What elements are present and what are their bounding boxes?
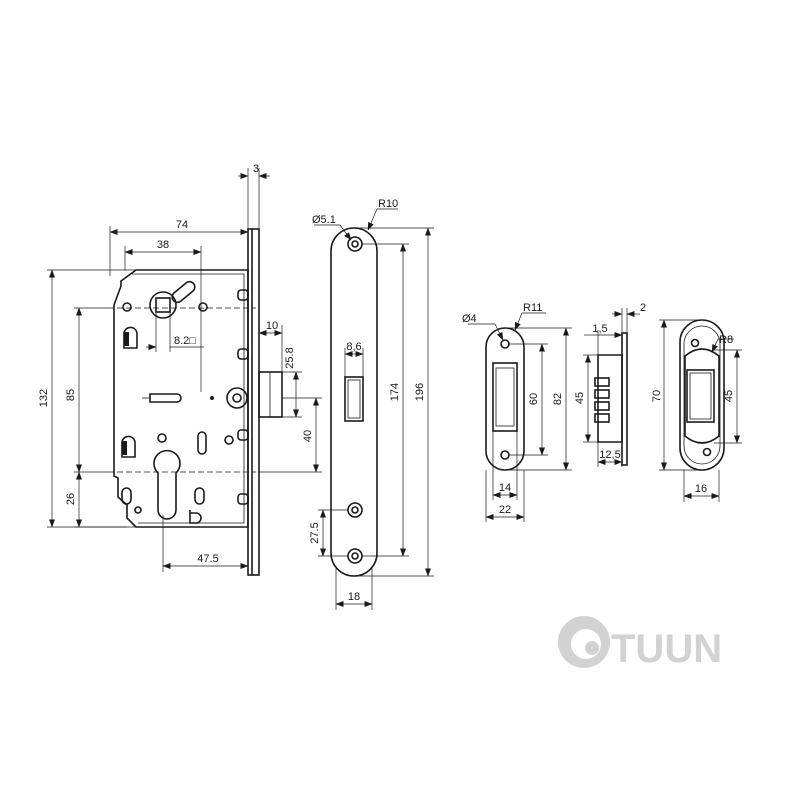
dim-spindle: 38 (157, 239, 169, 251)
dim-fp-slot: 8,6 (346, 341, 361, 353)
lock-body (108, 228, 283, 576)
dim-fp-pitch: 174 (389, 383, 401, 401)
dim-st-radius: R11 (523, 302, 542, 314)
dim-st-width: 22 (499, 504, 511, 516)
faceplate (330, 227, 378, 577)
strike-plate (485, 327, 525, 471)
dim-ss-thick: 2 (640, 302, 646, 314)
dim-sa-opening: 45 (723, 390, 735, 402)
dim-st-length: 82 (552, 393, 564, 405)
dim-height-total: 132 (38, 389, 50, 407)
screw-lugs (237, 289, 249, 505)
strike-side-dimensions: 1,5 2 45 12,5 (574, 302, 646, 467)
dim-fp-width: 18 (348, 591, 360, 603)
dim-fp-length: 196 (414, 383, 426, 401)
strike-dimensions: Ø4 R11 60 82 14 22 (462, 302, 572, 522)
dim-latch-h: 25.8 (284, 347, 296, 368)
dim-st-opening: 14 (499, 482, 511, 494)
dim-fp-hole: Ø5.1 (312, 214, 336, 226)
dim-sa-radius: R8 (719, 334, 733, 346)
dim-st-box: 60 (528, 393, 540, 405)
dim-ss-lip: 1,5 (592, 323, 607, 335)
dim-backset: 47.5 (197, 553, 218, 565)
dim-fp-radius: R10 (378, 198, 398, 210)
brand-logo-icon (558, 616, 610, 668)
faceplate-dimensions: Ø5.1 R10 8,6 174 196 27.5 18 (309, 198, 434, 610)
strike-side-view (594, 332, 628, 466)
dim-ss-height: 45 (574, 392, 586, 404)
dim-latch-len: 10 (266, 320, 278, 332)
strike-alt-dimensions: R8 70 45 16 (651, 319, 742, 502)
dim-square: 8.2□ (174, 335, 196, 347)
dim-case-depth: 74 (176, 219, 188, 231)
brand-name: TUUN (611, 627, 722, 671)
dim-ss-depth: 12,5 (599, 449, 620, 461)
dim-bolt-to-cyl: 40 (302, 430, 314, 442)
strike-alt (679, 319, 725, 471)
dim-sa-length: 70 (651, 390, 663, 402)
lock-dimensions: 3 74 38 8.2□ 10 25.8 40 132 (38, 163, 322, 572)
dim-cyl-low: 26 (65, 493, 77, 505)
dim-fp-screw: 27.5 (309, 522, 321, 543)
brand-logo: TUUN (558, 616, 722, 671)
dim-pitch: 85 (65, 389, 77, 401)
dim-st-hole: Ø4 (462, 313, 477, 325)
dim-plate-thick: 3 (253, 163, 259, 175)
dim-sa-width: 16 (695, 483, 707, 495)
